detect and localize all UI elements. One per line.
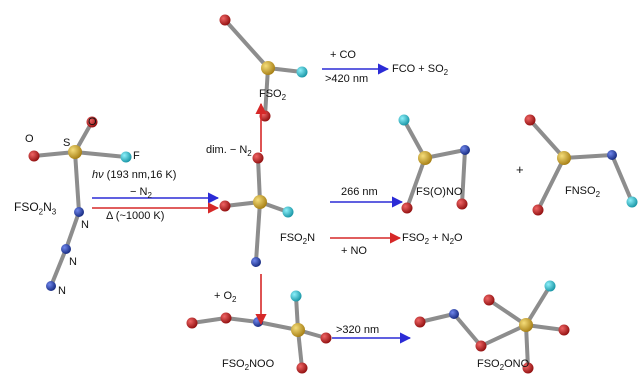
fso2n-atom-o-1 (219, 200, 231, 212)
fso2noo-atom-o-1 (186, 317, 198, 329)
fso2n3-atom-n2: N (69, 256, 77, 268)
fso2noo-atom-o-5 (320, 332, 332, 344)
fsono-atom-s-0 (418, 151, 432, 165)
fso2noo-atom-o-2 (220, 312, 232, 324)
fso2ono-atom-o-7 (483, 294, 495, 306)
fso2ono-atom-s-0 (519, 318, 533, 332)
fso2n3-atom-o-1 (28, 150, 40, 162)
fso2noo-atom-s-0 (291, 323, 305, 337)
fso2n3-atom-o-2 (86, 116, 98, 128)
fso2n-bond-1 (256, 156, 262, 204)
condition-o2: + O2 (214, 290, 237, 305)
fsono-atom-n-3 (460, 145, 470, 155)
fso2n3-atom-n-4 (74, 207, 84, 217)
fnso2-atom-o-1 (524, 114, 536, 126)
fso2ono-bond-3 (524, 284, 552, 327)
label-fso2n3: FSO2N3 (14, 200, 57, 217)
fso2n3-atom-f: F (133, 150, 140, 162)
label-fso2: FSO2 (259, 88, 287, 103)
fso2n3-atom-n3: N (58, 285, 66, 297)
fsono-bond-3 (460, 148, 467, 206)
label-fsono: FS(O)NO (416, 186, 463, 198)
fso2n-atom-f-3 (282, 206, 294, 218)
fsono-bond-0 (402, 118, 427, 160)
fso2ono-bond-1 (452, 312, 483, 348)
condition-266nm: 266 nm (341, 186, 378, 198)
fso2n3-bond-4 (64, 210, 81, 251)
product-fco-so2: FCO + SO2 (392, 63, 449, 78)
fsono-atom-o-4 (456, 198, 468, 210)
fso2ono-bond-0 (418, 312, 456, 324)
fnso2-bond-2 (562, 153, 614, 160)
fso2ono-atom-o-3 (475, 340, 487, 352)
fso2-atom-f-3 (296, 66, 308, 78)
fso2n3-bond-2 (73, 150, 128, 159)
label-fso2n: FSO2N (280, 232, 316, 247)
label-fso2noo: FSO2NOO (222, 358, 275, 373)
fnso2-atom-s-0 (557, 151, 571, 165)
fso2ono-atom-o-5 (558, 324, 570, 336)
fnso2-atom-o-2 (532, 204, 544, 216)
condition-co: + CO (330, 49, 356, 61)
fso2n3-bond-3 (73, 150, 81, 214)
fso2noo-bond-0 (190, 316, 228, 325)
fsono-atom-o-2 (401, 202, 413, 214)
fso2ono-atom-n-2 (449, 309, 459, 319)
label-fso2ono: FSO2ONO (477, 358, 530, 373)
fso2noo-atom-f-4 (290, 290, 302, 302)
fso2n3-atom-n-5 (61, 244, 71, 254)
fso2n-atom-o-2 (252, 152, 264, 164)
fnso2-atom-f-4 (626, 196, 638, 208)
fso2n3-bond-5 (49, 247, 68, 288)
condition-dimerization: dim. − N2 (206, 144, 252, 159)
fso2n3-atom-o2: O (88, 116, 97, 128)
condition-photolysis: hν (193 nm,16 K) (92, 169, 177, 181)
fso2ono-bond-5 (524, 323, 530, 370)
label-fnso2: FNSO2 (565, 185, 601, 200)
fso2n3-atom-f-3 (120, 151, 132, 163)
fnso2-bond-3 (610, 153, 634, 204)
fso2n3-atom-o1: O (25, 133, 34, 145)
fnso2-atom-n-3 (607, 150, 617, 160)
fso2ono-bond-2 (479, 323, 528, 348)
condition-no: + NO (341, 245, 367, 257)
fnso2-bond-0 (528, 118, 566, 160)
fso2n3-atom-s-0 (68, 145, 82, 159)
fso2ono-atom-f-4 (544, 280, 556, 292)
condition-thermal: Δ (~1000 K) (106, 210, 165, 222)
fso2n-atom-s-0 (253, 195, 267, 209)
fsono-atom-f-1 (398, 114, 410, 126)
fsono-bond-1 (405, 156, 427, 210)
fso2n3-atom-s: S (63, 137, 71, 149)
product-fso2-n2o: FSO2 + N2O (402, 232, 463, 247)
fso2-atom-s-0 (261, 61, 275, 75)
fso2noo-atom-o-6 (296, 362, 308, 374)
condition-minus-n2: − N2 (130, 186, 152, 201)
fnso2-bond-1 (536, 156, 566, 212)
arrow-layer (92, 63, 412, 344)
fso2-atom-o-1 (219, 14, 231, 26)
fso2n-atom-n-4 (251, 257, 261, 267)
fso2-bond-0 (223, 18, 270, 70)
fso2n3-atom-n1: N (81, 219, 89, 231)
plus-sign: + (516, 162, 524, 177)
fso2ono-atom-o-6 (522, 362, 534, 374)
fso2n-bond-3 (254, 200, 262, 264)
fso2n3-atom-n-6 (46, 281, 56, 291)
condition-420nm: >420 nm (325, 73, 369, 85)
fso2ono-atom-o-1 (414, 316, 426, 328)
fso2ono-bond-6 (487, 298, 528, 327)
condition-320nm: >320 nm (336, 324, 380, 336)
